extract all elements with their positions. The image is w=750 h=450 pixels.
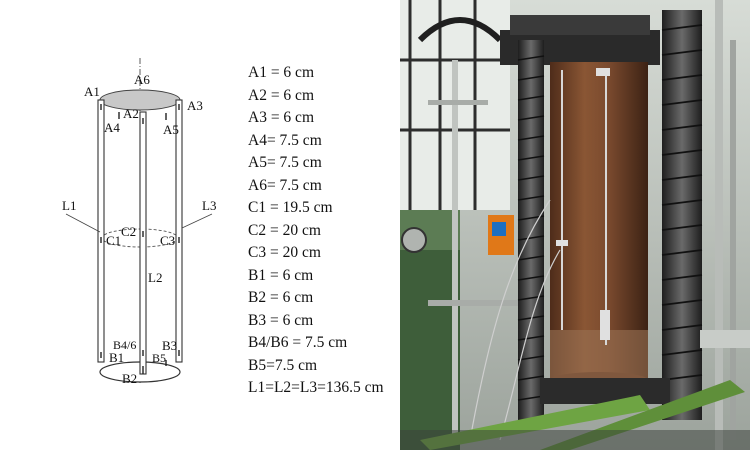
l1-leader [65, 213, 101, 233]
label-a4: A4 [104, 120, 120, 135]
center-strip [139, 111, 147, 375]
label-a1: A1 [84, 84, 100, 99]
dimension-list: A1 = 6 cm A2 = 6 cm A3 = 6 cm A4= 7.5 cm… [248, 62, 384, 400]
dimension-item: B4/B6 = 7.5 cm [248, 334, 348, 351]
photo-illustration [400, 0, 750, 450]
dimension-item: C1 = 19.5 cm [248, 199, 333, 216]
gauge-marks [100, 104, 180, 374]
label-a3: A3 [187, 98, 203, 113]
label-a5: A5 [163, 122, 179, 137]
label-b46: B4/6 [113, 338, 136, 352]
dimension-item: A6= 7.5 cm [248, 176, 322, 194]
label-b5: B5 [152, 351, 166, 365]
label-b2: B2 [122, 371, 137, 386]
dimension-item: B1 = 6 cm [248, 266, 314, 284]
dimension-item: A1 = 6 cm [248, 64, 314, 81]
label-l3: L3 [202, 198, 216, 213]
dimension-item: C2 = 20 cm [248, 221, 321, 239]
dimension-item: B3 = 6 cm [248, 311, 314, 329]
label-a2: A2 [123, 106, 139, 121]
label-c1: C1 [106, 233, 121, 248]
dimension-item: A4= 7.5 cm [248, 131, 322, 149]
label-b1: B1 [109, 350, 124, 365]
label-a6: A6 [134, 72, 150, 87]
label-b3: B3 [162, 338, 177, 353]
l3-leader [181, 213, 213, 229]
right-strip [175, 99, 183, 363]
dimension-item: A5= 7.5 cm [248, 154, 322, 171]
dimension-item: A2 = 6 cm [248, 86, 314, 104]
top-ellipse [99, 89, 181, 111]
diagram-drawing: A1 A6 A2 A3 A4 A5 L1 L3 C2 C1 C3 L2 B4/6… [62, 58, 216, 386]
specimen-diagram: A1 A6 A2 A3 A4 A5 L1 L3 C2 C1 C3 L2 B4/6… [62, 58, 384, 400]
label-c2: C2 [121, 224, 136, 239]
dimension-item: C3 = 20 cm [248, 244, 321, 261]
label-c3: C3 [160, 233, 175, 248]
dimension-item: B5=7.5 cm [248, 356, 318, 374]
dimension-item: L1=L2=L3=136.5 cm [248, 379, 384, 396]
dimension-item: A3 = 6 cm [248, 109, 314, 126]
dimension-item: B2 = 6 cm [248, 289, 314, 306]
specimen-photo [400, 0, 750, 450]
label-l1: L1 [62, 198, 76, 213]
label-l2: L2 [148, 270, 162, 285]
